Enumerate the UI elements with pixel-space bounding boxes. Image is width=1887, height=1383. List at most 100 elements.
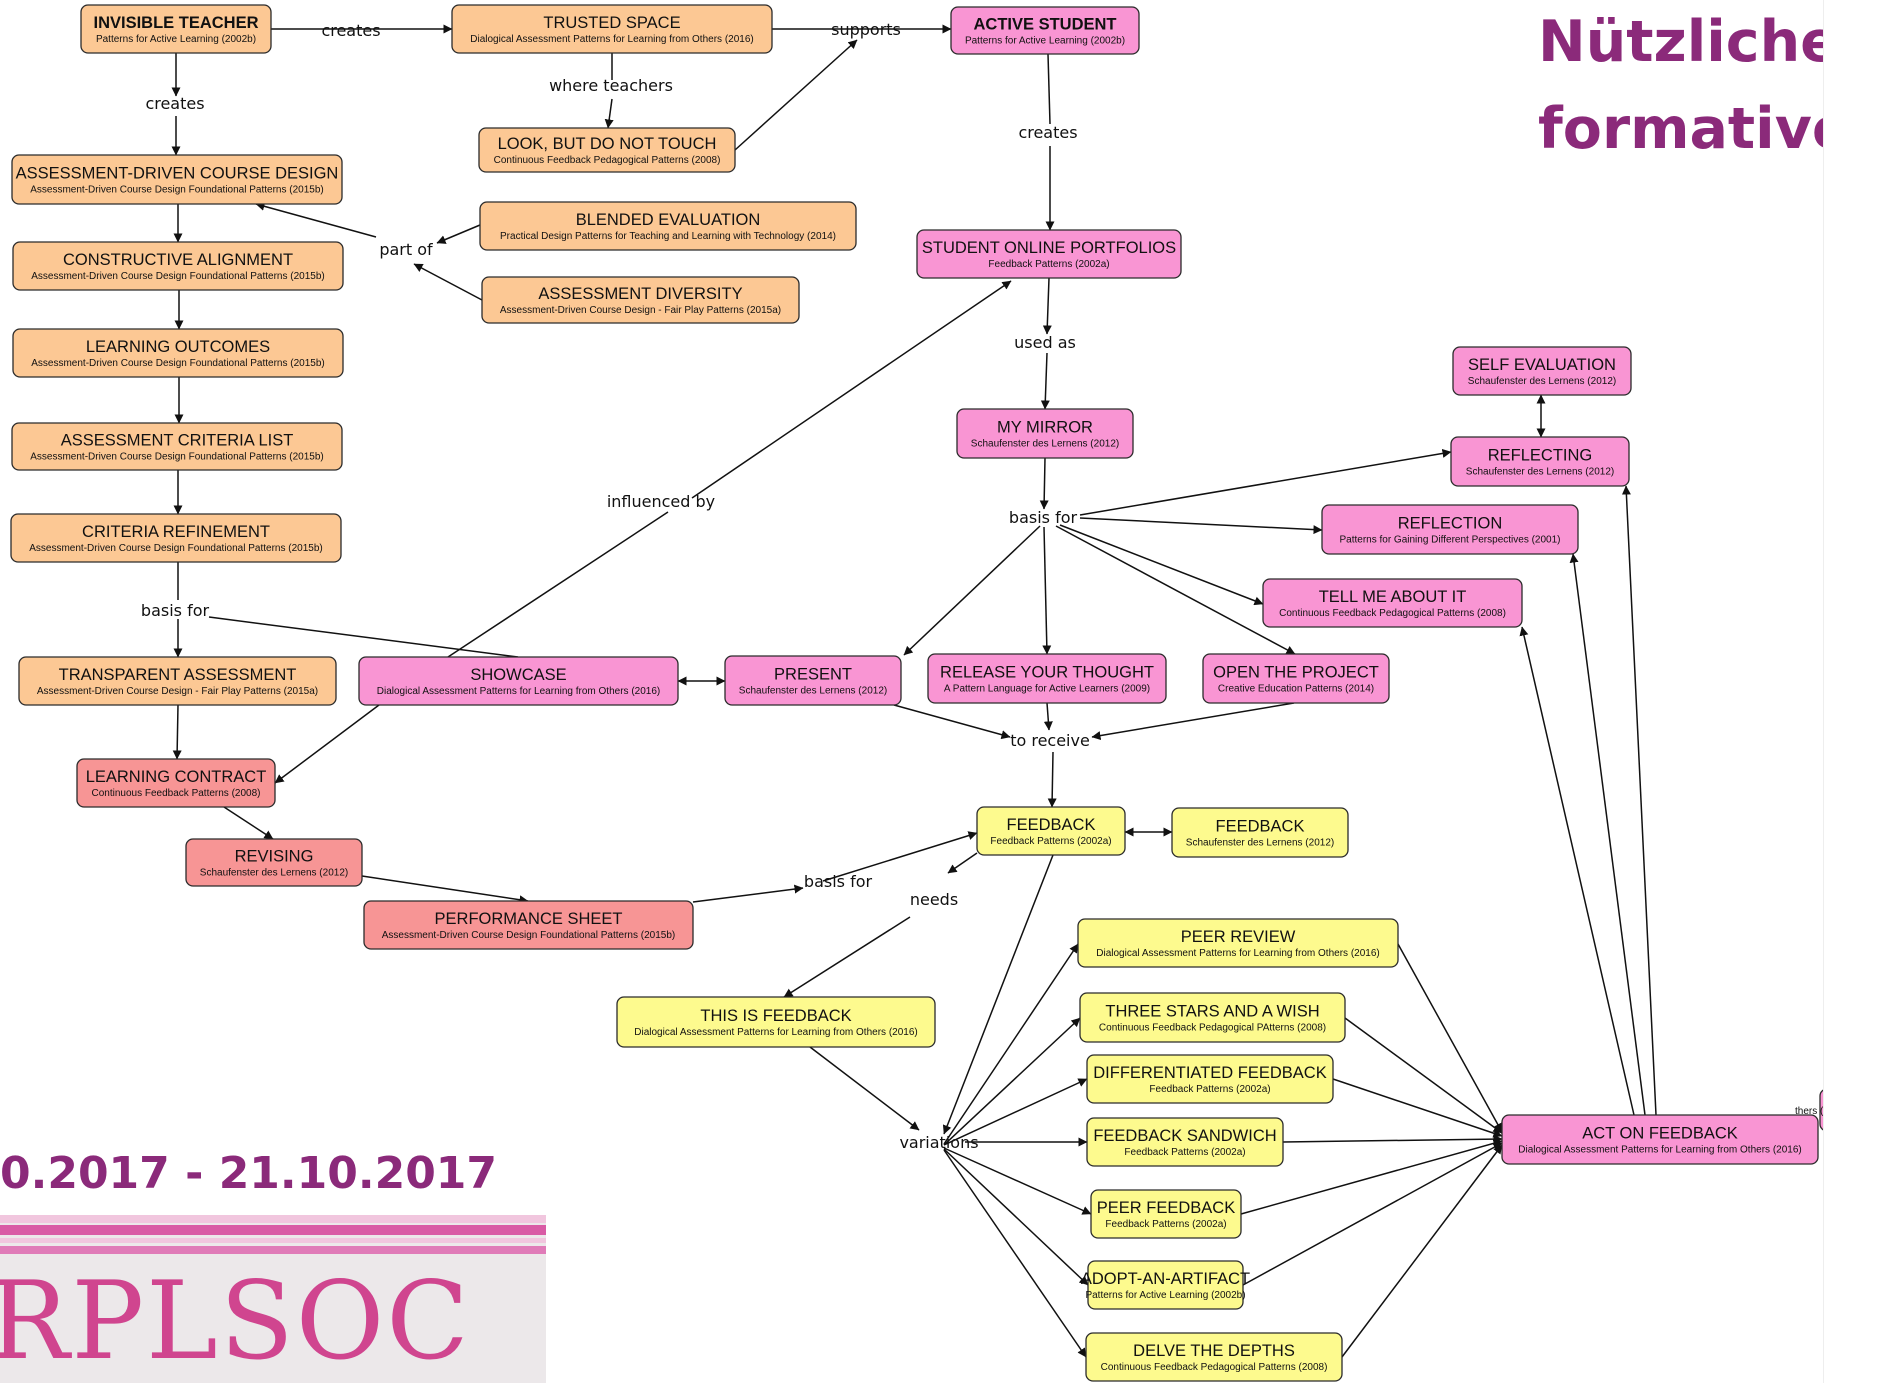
relation-arrow — [223, 806, 274, 840]
edge-label-creates: creates — [1018, 123, 1077, 142]
relation-arrow — [1621, 485, 1657, 1116]
relation-arrow — [903, 525, 1041, 656]
relation-arrow — [943, 1017, 1081, 1146]
edge-label-influenced-by: influenced by — [607, 492, 715, 511]
pattern-source: Schaufenster des Lernens (2012) — [971, 439, 1119, 450]
pattern-title: REVISING — [235, 848, 314, 866]
pattern-node-criteria-refinement: CRITERIA REFINEMENT Assessment-Driven Cou… — [10, 513, 342, 563]
pattern-source: Schaufenster des Lernens (2012) — [1468, 376, 1616, 387]
relation-arrow — [1079, 517, 1323, 535]
relation-arrow — [436, 224, 481, 244]
relation-arrow — [361, 875, 529, 905]
pattern-source: Assessment-Driven Course Design - Fair P… — [500, 305, 781, 316]
pattern-node-learning-outcomes: LEARNING OUTCOMES Assessment-Driven Cours… — [12, 328, 344, 378]
relation-arrow — [1519, 626, 1635, 1116]
pattern-source: Schaufenster des Lernens (2012) — [739, 686, 887, 697]
pattern-title: SHOWCASE — [470, 666, 566, 684]
pattern-source: Creative Education Patterns (2014) — [1218, 684, 1374, 695]
relation-arrow — [943, 943, 1079, 1145]
event-logo: RPLSOC — [0, 1215, 546, 1383]
pattern-node-present: PRESENT Schaufenster des Lernens (2012) — [724, 655, 902, 706]
pattern-title: LEARNING OUTCOMES — [86, 338, 270, 356]
relation-arrow — [208, 616, 519, 658]
relation-arrow — [1047, 53, 1051, 125]
relation-arrow — [604, 98, 614, 129]
pattern-node-assessment-diversity: ASSESSMENT DIVERSITY Assessment-Driven Co… — [481, 276, 800, 324]
pattern-source: Feedback Patterns (2002a) — [1149, 1084, 1270, 1095]
edge-label-basis-for: basis for — [141, 601, 210, 620]
pattern-title: CRITERIA REFINEMENT — [82, 523, 270, 541]
relation-arrow — [1055, 525, 1296, 655]
relation-arrow — [1332, 1078, 1503, 1138]
pattern-node-constructive-alignment: CONSTRUCTIVE ALIGNMENTAssessment-Driven … — [12, 241, 344, 291]
pattern-title: REFLECTION — [1398, 515, 1503, 533]
edge-label-where-teachers: where teachers — [549, 76, 673, 95]
pattern-source: Dialogical Assessment Patterns for Learn… — [634, 1027, 917, 1038]
pattern-title: PEER FEEDBACK — [1097, 1199, 1235, 1217]
edge-label-needs: needs — [910, 890, 958, 909]
relation-arrow — [413, 263, 483, 301]
pattern-title: DELVE THE DEPTHS — [1133, 1342, 1295, 1360]
relation-arrow — [822, 831, 978, 882]
pattern-title: THIS IS FEEDBACK — [700, 1007, 851, 1025]
relation-arrow — [255, 201, 377, 238]
right-side-panel — [1823, 0, 1887, 1383]
pattern-title: ASSESSMENT DIVERSITY — [538, 285, 742, 303]
relation-arrow — [172, 704, 182, 760]
pattern-node-tell-me: TELL ME ABOUT IT Continuous Feedback Peda… — [1262, 578, 1523, 628]
pattern-node-this-is-feedback: THIS IS FEEDBACK Dialogical Assessment Pa… — [616, 996, 936, 1048]
pattern-title: OPEN THE PROJECT — [1213, 664, 1379, 682]
pattern-title: TRANSPARENT ASSESSMENT — [59, 666, 297, 684]
pattern-source: Feedback Patterns (2002a) — [1124, 1147, 1245, 1158]
pattern-source: Continuous Feedback Pedagogical PAtterns… — [1099, 1023, 1326, 1034]
pattern-source: Practical Design Patterns for Teaching a… — [500, 231, 836, 242]
relation-arrow — [1341, 1144, 1503, 1358]
relation-arrow — [1397, 943, 1503, 1133]
pattern-source: Assessment-Driven Course Design Foundati… — [29, 543, 322, 554]
pattern-title: SELF EVALUATION — [1468, 356, 1616, 374]
relation-arrow — [809, 1046, 920, 1131]
pattern-source: Continuous Feedback Pedagogical Patterns… — [1279, 608, 1506, 619]
pattern-title: TELL ME ABOUT IT — [1319, 588, 1467, 606]
pattern-title: CONSTRUCTIVE ALIGNMENT — [63, 251, 293, 269]
relation-arrow — [783, 916, 911, 998]
pattern-title: PRESENT — [774, 666, 852, 684]
relation-arrow — [691, 280, 1012, 499]
pattern-node-differentiated: DIFFERENTIATED FEEDBACK Feedback Patterns… — [1086, 1054, 1334, 1104]
relation-arrow — [274, 704, 380, 784]
relation-arrow — [1042, 277, 1052, 335]
pattern-source: Continuous Feedback Patterns (2008) — [92, 788, 261, 799]
pattern-title: REFLECTING — [1488, 447, 1593, 465]
relation-arrow — [1042, 526, 1052, 655]
relation-arrow — [1091, 702, 1295, 741]
pattern-source: Schaufenster des Lernens (2012) — [1186, 838, 1334, 849]
relation-arrow — [734, 39, 858, 151]
relation-arrow — [947, 852, 978, 874]
relation-arrow — [1040, 352, 1050, 410]
pattern-source: Continuous Feedback Pedagogical Patterns… — [1101, 1362, 1328, 1373]
pattern-source: Assessment-Driven Course Design Foundati… — [31, 358, 324, 369]
relation-arrow — [692, 884, 804, 903]
pattern-source: Assessment-Driven Course Design - Fair P… — [37, 686, 318, 697]
pattern-node-transparent-assessment: TRANSPARENT ASSESSMENT Assessment-Driven … — [18, 656, 337, 706]
edge-label-used-as: used as — [1014, 333, 1076, 352]
relation-arrow — [943, 1148, 1089, 1286]
pattern-title: MY MIRROR — [997, 419, 1093, 437]
pattern-title: DIFFERENTIATED FEEDBACK — [1093, 1064, 1326, 1082]
pattern-node-delve-depths: DELVE THE DEPTHS Continuous Feedback Peda… — [1085, 1332, 1343, 1382]
